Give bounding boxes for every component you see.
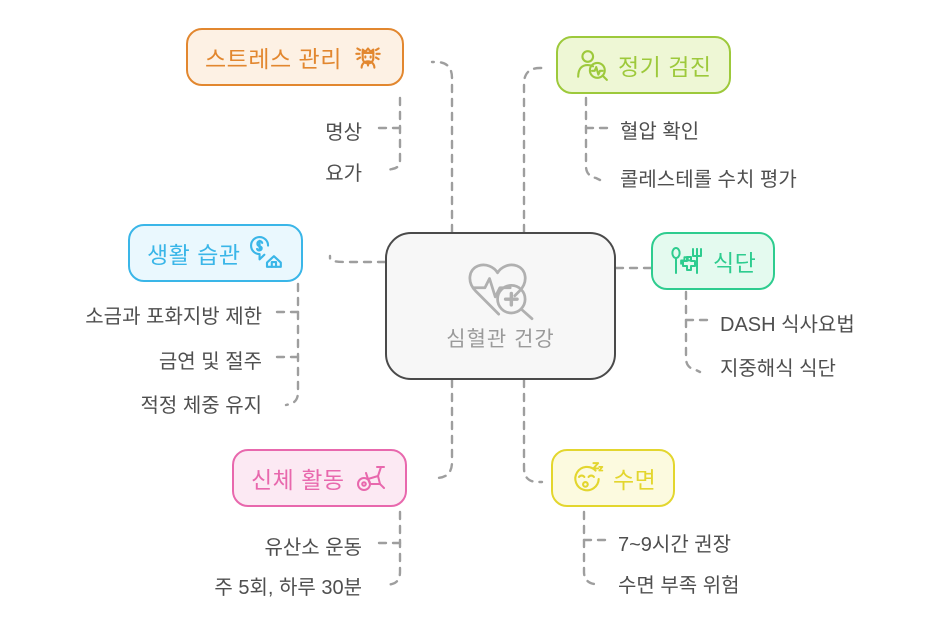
stressed-face-icon bbox=[355, 47, 381, 69]
branch-node-lifestyle[interactable]: 생활 습관 bbox=[128, 224, 303, 282]
leaf-sleep-0: 7~9시간 권장 bbox=[618, 534, 732, 556]
branch-label-activity: 신체 활동 bbox=[251, 467, 345, 493]
leaf-activity-1: 주 5회, 하루 30분 bbox=[214, 577, 362, 599]
leaf-stress-1: 요가 bbox=[325, 163, 362, 185]
money-house-icon bbox=[249, 236, 282, 268]
edge-center-activity bbox=[430, 378, 454, 480]
edge-sleep-spine bbox=[582, 510, 600, 587]
branch-node-diet[interactable]: 식단 bbox=[651, 232, 776, 290]
center-node[interactable]: 심혈관 건강 bbox=[385, 232, 616, 380]
branch-label-stress: 스트레스 관리 bbox=[205, 46, 342, 72]
branch-label-sleep: 수면 bbox=[613, 467, 657, 493]
leaf-stress-0: 명상 bbox=[325, 122, 362, 144]
edge-activity-spine bbox=[386, 510, 402, 587]
heart-pulse-magnifier-icon bbox=[468, 263, 533, 321]
edge-center-stress bbox=[430, 60, 454, 234]
branch-label-checkup: 정기 검진 bbox=[618, 54, 712, 80]
leaf-sleep-1: 수면 부족 위험 bbox=[618, 575, 740, 597]
person-health-scan-icon bbox=[577, 50, 608, 81]
leaf-checkup-1: 콜레스테롤 수치 평가 bbox=[620, 169, 797, 191]
exercise-bike-icon bbox=[356, 466, 385, 491]
edge-center-sleep bbox=[522, 378, 544, 484]
leaf-diet-1: 지중해식 식단 bbox=[720, 358, 836, 380]
center-label: 심혈관 건강 bbox=[446, 328, 555, 351]
edge-diet-spine bbox=[684, 290, 702, 374]
branch-label-lifestyle: 생활 습관 bbox=[147, 242, 241, 268]
leaf-lifestyle-1: 금연 및 절주 bbox=[158, 351, 262, 373]
sleeping-face-icon bbox=[574, 462, 604, 492]
branch-node-activity[interactable]: 신체 활동 bbox=[232, 449, 407, 507]
branch-node-sleep[interactable]: 수면 bbox=[551, 449, 676, 507]
branch-node-stress[interactable]: 스트레스 관리 bbox=[186, 28, 404, 86]
spoon-fork-cross-icon bbox=[671, 247, 702, 274]
edge-stress-spine bbox=[386, 96, 402, 172]
edge-center-lifestyle bbox=[328, 254, 387, 264]
edge-center-checkup bbox=[522, 66, 546, 234]
branch-label-diet: 식단 bbox=[713, 250, 757, 276]
leaf-lifestyle-2: 적정 체중 유지 bbox=[140, 395, 262, 417]
leaf-diet-0: DASH 식사요법 bbox=[720, 314, 855, 336]
leaf-lifestyle-0: 소금과 포화지방 제한 bbox=[85, 306, 262, 328]
branch-node-checkup[interactable]: 정기 검진 bbox=[556, 36, 731, 94]
edge-checkup-spine bbox=[584, 96, 602, 182]
leaf-checkup-0: 혈압 확인 bbox=[620, 121, 700, 143]
leaf-activity-0: 유산소 운동 bbox=[264, 537, 362, 559]
edge-lifestyle-spine bbox=[284, 282, 300, 407]
